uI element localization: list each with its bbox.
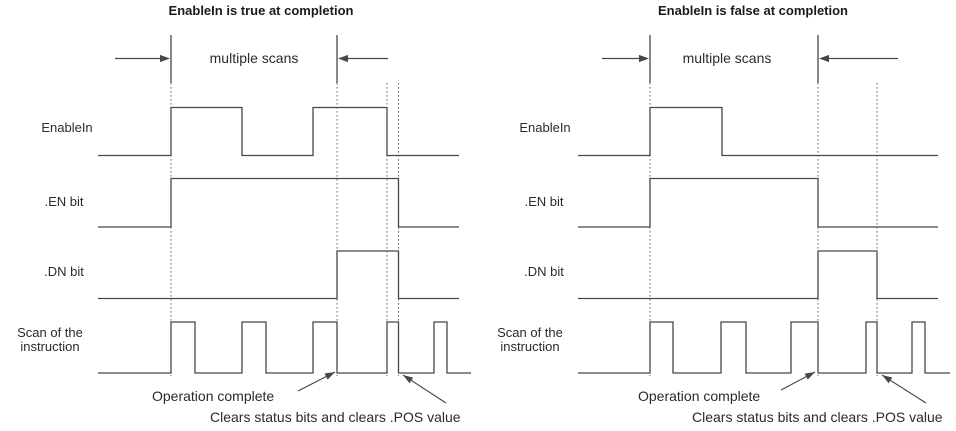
signal-label-dn-bit-right: .DN bit: [524, 264, 564, 279]
signal-label-scan-right: Scan of the instruction: [497, 325, 563, 354]
diagram-title-right: EnableIn is false at completion: [658, 3, 848, 18]
signal-label-dn-bit-left: .DN bit: [44, 264, 84, 279]
annotation-operation-complete-left: Operation complete: [152, 388, 275, 404]
multiple-scans-label-right: multiple scans: [682, 50, 772, 66]
signal-label-enablein-right: EnableIn: [519, 120, 571, 135]
diagram-title-left: EnableIn is true at completion: [168, 3, 354, 18]
annotation-clears-status-right: Clears status bits and clears .POS value: [692, 409, 943, 425]
annotation-clears-status-left: Clears status bits and clears .POS value: [210, 409, 461, 425]
multiple-scans-label-left: multiple scans: [209, 50, 299, 66]
annotation-operation-complete-right: Operation complete: [638, 388, 761, 404]
signal-label-enablein-left: EnableIn: [41, 120, 93, 135]
signal-label-en-bit-left: .EN bit: [44, 194, 84, 209]
signal-label-scan-left: Scan of the instruction: [17, 325, 83, 354]
signal-label-en-bit-right: .EN bit: [524, 194, 564, 209]
